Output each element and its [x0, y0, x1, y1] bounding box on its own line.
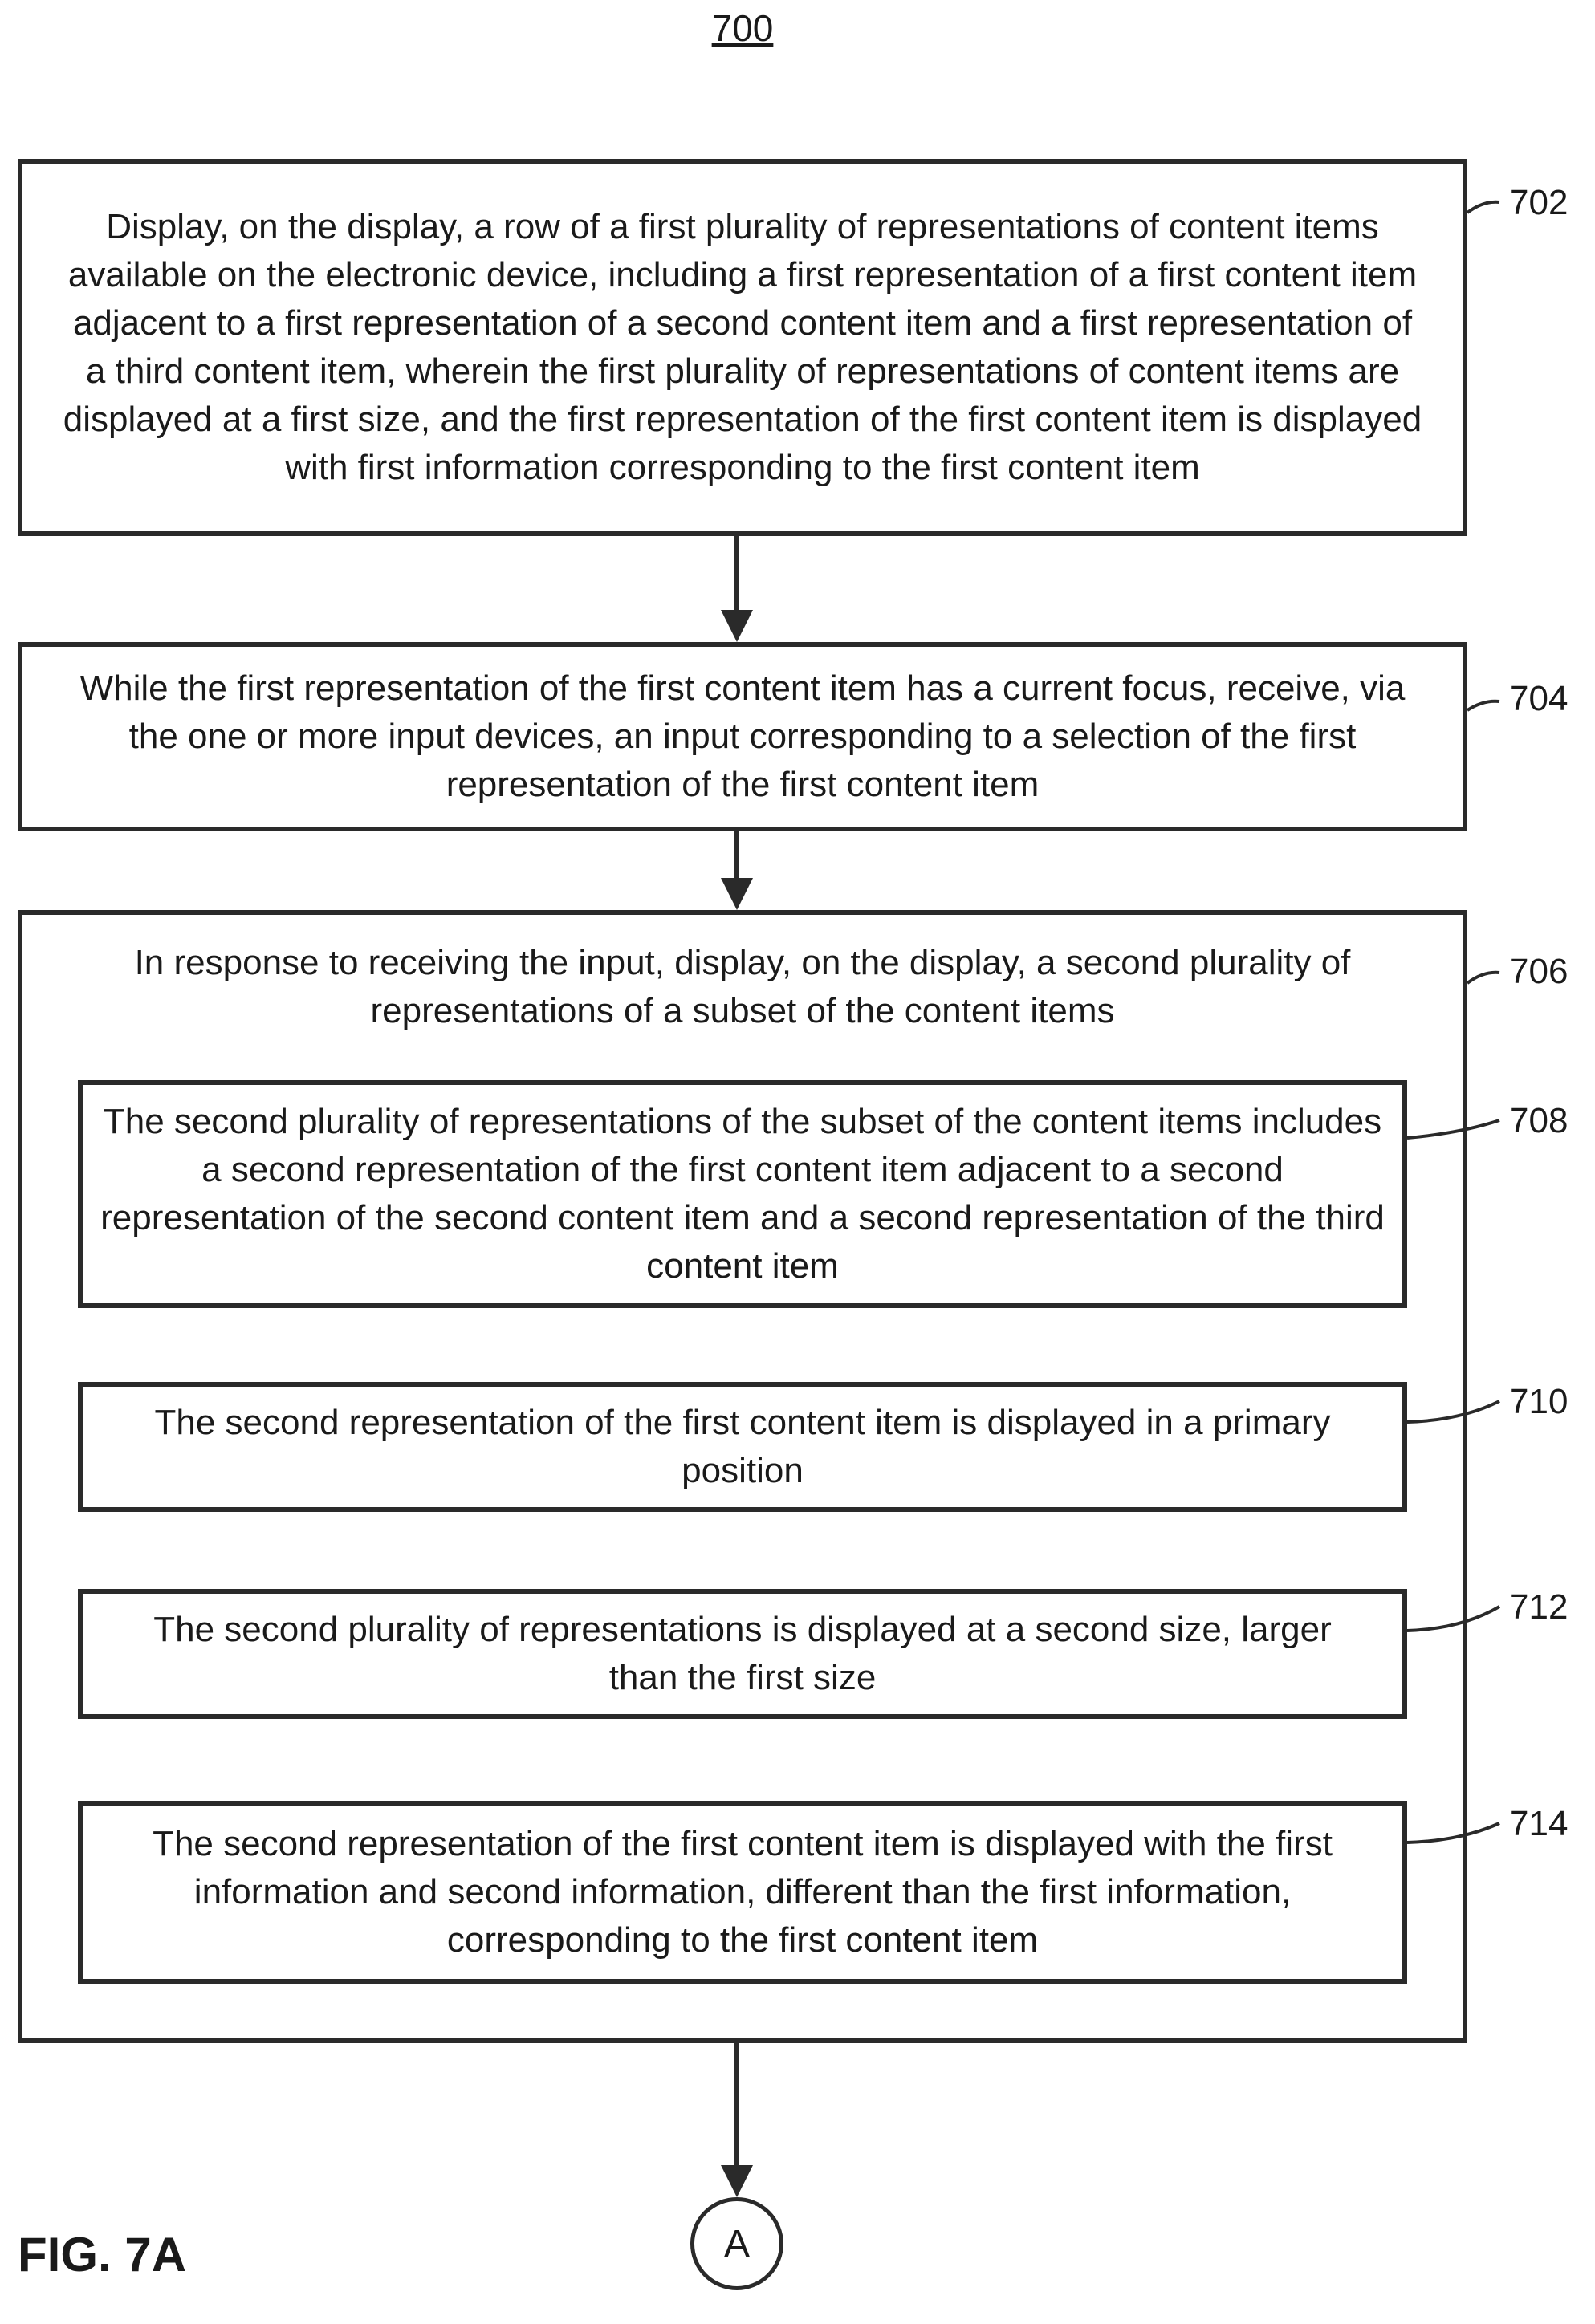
off-page-connector: A	[690, 2197, 783, 2290]
arrowhead-706	[721, 878, 753, 910]
arrowhead-704	[721, 610, 753, 642]
leader-712	[1407, 1607, 1499, 1631]
leader-708	[1407, 1120, 1499, 1138]
arrowhead-connector	[721, 2165, 753, 2197]
connector-label: A	[724, 2222, 750, 2266]
leader-704	[1467, 701, 1499, 710]
leader-706	[1467, 973, 1499, 983]
figure-label: FIG. 7A	[18, 2227, 186, 2282]
leader-714	[1407, 1823, 1499, 1843]
leader-702	[1467, 202, 1499, 213]
leader-710	[1407, 1401, 1499, 1422]
